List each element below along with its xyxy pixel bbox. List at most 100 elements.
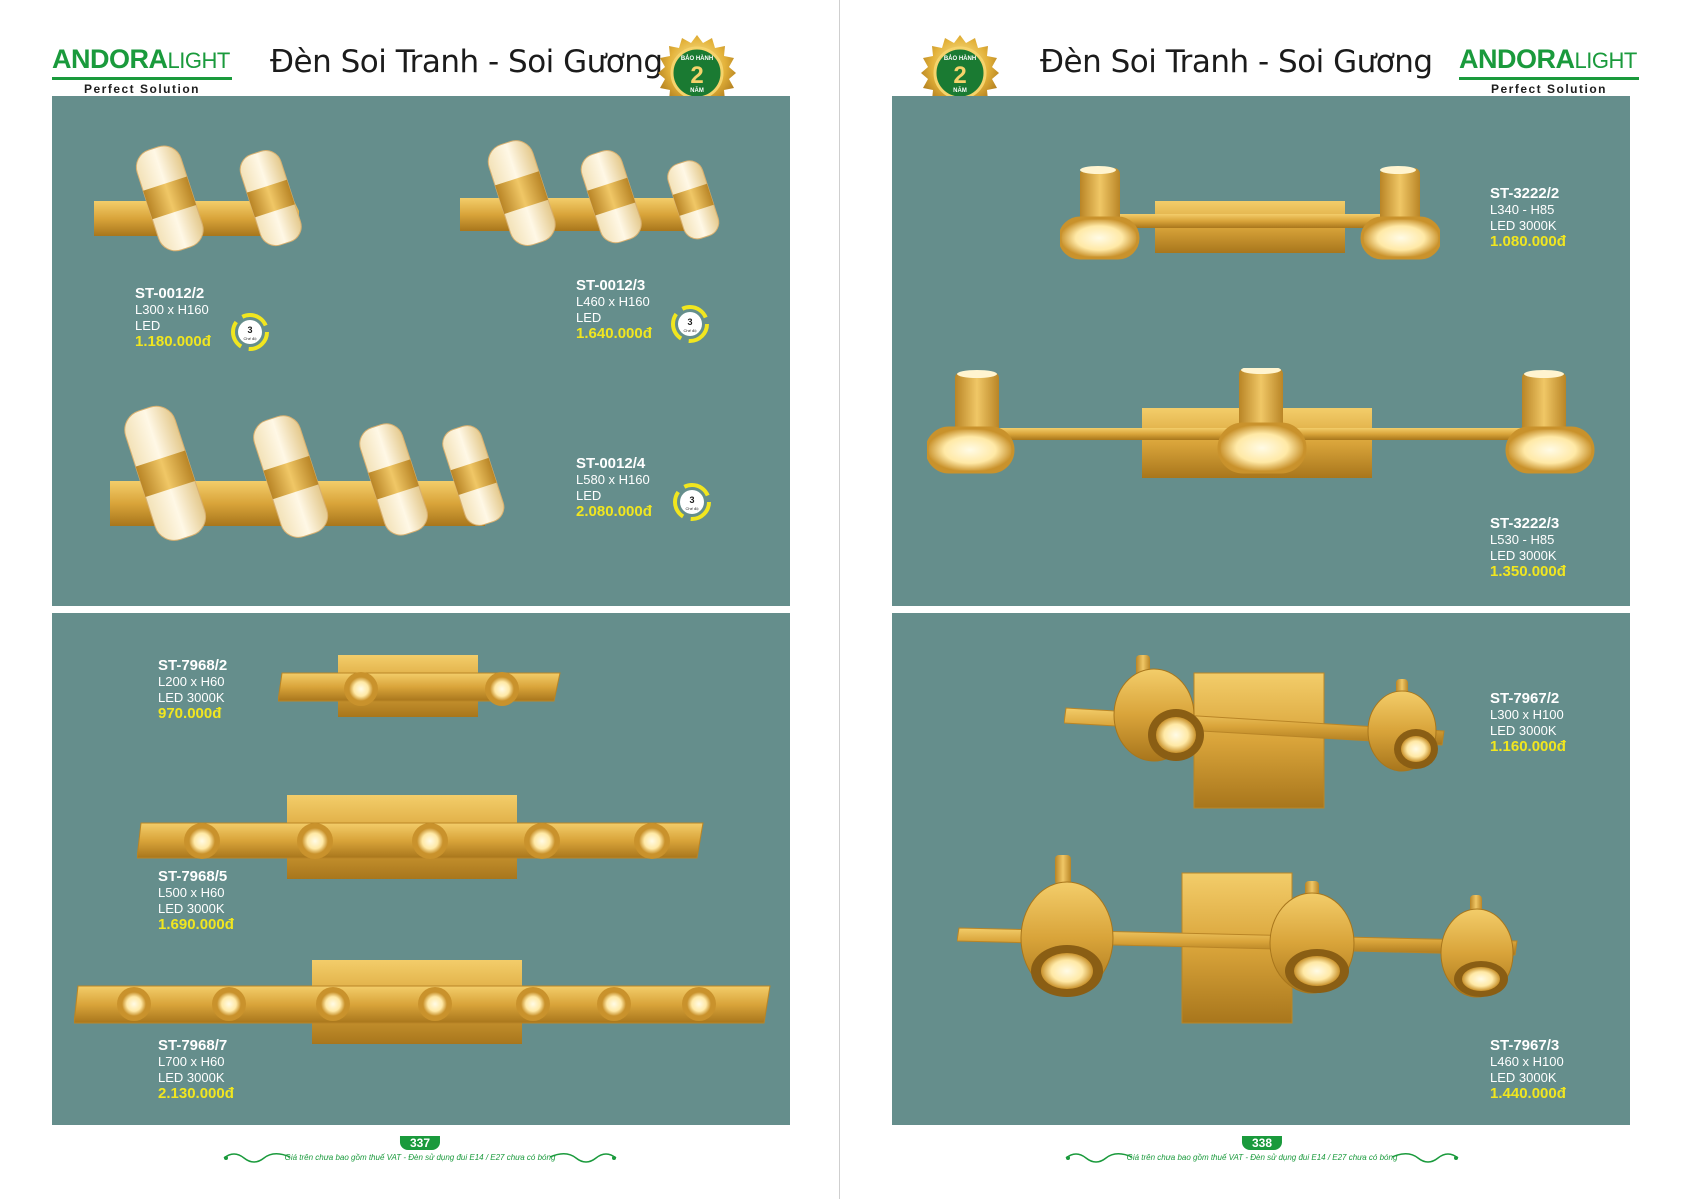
product-light: LED 3000K bbox=[158, 690, 225, 705]
mode-number: 3 bbox=[247, 325, 252, 335]
warranty-number: 2 bbox=[690, 62, 703, 89]
product-code: ST-0012/2 bbox=[135, 285, 205, 302]
product-light: LED 3000K bbox=[158, 901, 225, 916]
product-size: L300 x H100 bbox=[1490, 707, 1564, 722]
warranty-bottom-text: NĂM bbox=[953, 87, 967, 94]
panel-st-3222: ST-3222/2 L340 - H85 LED 3000K 1.080.000… bbox=[892, 96, 1630, 606]
product-light: LED bbox=[576, 310, 602, 325]
logo-underline bbox=[1459, 77, 1639, 80]
mode-label: Chế độ bbox=[684, 328, 698, 333]
brand-tagline: Perfect Solution bbox=[83, 82, 200, 96]
product-price: 1.080.000đ bbox=[1490, 233, 1566, 250]
product-price: 2.080.000đ bbox=[576, 503, 652, 520]
product-size: L460 x H160 bbox=[576, 294, 650, 309]
brand-suffix: LIGHT bbox=[167, 48, 231, 73]
product-code: ST-7968/7 bbox=[158, 1037, 228, 1054]
footer-note: Giá trên chưa bao gồm thuế VAT - Đèn sử … bbox=[284, 1153, 556, 1162]
product-price: 1.160.000đ bbox=[1490, 738, 1566, 755]
mode-label: Chế độ bbox=[244, 336, 258, 341]
product-code: ST-7967/2 bbox=[1490, 690, 1560, 707]
product-st-7968-5: ST-7968/5 L500 x H60 LED 3000K 1.690.000… bbox=[158, 869, 234, 933]
warranty-bottom-text: NĂM bbox=[690, 87, 704, 94]
footer-note: Giá trên chưa bao gồm thuế VAT - Đèn sử … bbox=[1126, 1153, 1398, 1162]
ornament-left-icon bbox=[1065, 1153, 1133, 1163]
product-size: L580 x H160 bbox=[576, 472, 650, 487]
panel-st-7968: ST-7968/2 L200 x H60 LED 3000K 970.000đ … bbox=[52, 613, 790, 1125]
product-image-st-0012-4 bbox=[110, 405, 505, 541]
product-st-7967-3: ST-7967/3 L460 x H100 LED 3000K 1.440.00… bbox=[1490, 1038, 1566, 1102]
product-size: L530 - H85 bbox=[1490, 532, 1555, 547]
warranty-top-text: BẢO HÀNH bbox=[944, 55, 976, 62]
ornament-right-icon bbox=[1391, 1153, 1459, 1163]
product-code: ST-7968/5 bbox=[158, 868, 228, 885]
ornament-left-icon bbox=[223, 1153, 291, 1163]
brand-suffix: LIGHT bbox=[1574, 48, 1638, 73]
product-image-st-7968-7 bbox=[74, 960, 771, 1044]
warranty-top-text: BẢO HÀNH bbox=[681, 55, 713, 62]
product-price: 1.690.000đ bbox=[158, 916, 234, 933]
light-mode-icon: 3 Chế độ bbox=[671, 305, 709, 343]
product-image-st-3222-3 bbox=[927, 368, 1595, 478]
product-code: ST-3222/3 bbox=[1490, 515, 1560, 532]
product-light: LED bbox=[576, 488, 602, 503]
mode-number: 3 bbox=[687, 317, 692, 327]
product-light: LED 3000K bbox=[1490, 218, 1557, 233]
page-number: 338 bbox=[1241, 1136, 1283, 1150]
product-st-0012-4: ST-0012/4 L580 x H160 LED 2.080.000đ bbox=[576, 456, 652, 520]
brand-logo: ANDORALIGHT Perfect Solution bbox=[1459, 44, 1639, 96]
logo-underline bbox=[52, 77, 232, 80]
product-light: LED bbox=[135, 318, 161, 333]
product-price: 2.130.000đ bbox=[158, 1085, 234, 1102]
product-image-st-7968-5 bbox=[137, 795, 704, 879]
product-price: 1.640.000đ bbox=[576, 325, 652, 342]
left-page: ANDORALIGHT Perfect Solution Đèn Soi Tra… bbox=[0, 0, 840, 1199]
product-price: 1.440.000đ bbox=[1490, 1085, 1566, 1102]
page-title: Đèn Soi Tranh - Soi Gương bbox=[270, 44, 663, 80]
page-number: 337 bbox=[399, 1136, 441, 1150]
product-st-0012-3: ST-0012/3 L460 x H160 LED 1.640.000đ bbox=[576, 278, 652, 342]
product-light: LED 3000K bbox=[158, 1070, 225, 1085]
product-st-7967-2: ST-7967/2 L300 x H100 LED 3000K 1.160.00… bbox=[1490, 691, 1566, 755]
mode-number: 3 bbox=[689, 495, 694, 505]
warranty-seal-icon: BẢO HÀNH 2 NĂM bbox=[921, 35, 999, 111]
product-st-0012-2: ST-0012/2 L300 x H160 LED 1.180.000đ bbox=[135, 286, 211, 350]
product-light: LED 3000K bbox=[1490, 548, 1557, 563]
mode-label: Chế độ bbox=[686, 506, 700, 511]
brand-tagline: Perfect Solution bbox=[1490, 82, 1607, 96]
product-st-7968-2: ST-7968/2 L200 x H60 LED 3000K 970.000đ bbox=[158, 658, 227, 722]
product-code: ST-7967/3 bbox=[1490, 1037, 1560, 1054]
page-footer: 338 Giá trên chưa bao gồm thuế VAT - Đèn… bbox=[1052, 1136, 1472, 1166]
product-code: ST-0012/3 bbox=[576, 277, 646, 294]
product-size: L700 x H60 bbox=[158, 1054, 225, 1069]
product-image-st-3222-2 bbox=[1060, 166, 1440, 260]
ornament-right-icon bbox=[549, 1153, 617, 1163]
product-image-st-0012-3 bbox=[460, 140, 720, 246]
product-image-st-7967-3 bbox=[957, 855, 1518, 1024]
right-page: BẢO HÀNH 2 NĂM Đèn Soi Tranh - Soi Gương… bbox=[842, 0, 1683, 1199]
product-light: LED 3000K bbox=[1490, 1070, 1557, 1085]
product-st-3222-2: ST-3222/2 L340 - H85 LED 3000K 1.080.000… bbox=[1490, 186, 1566, 250]
panel-st-0012: ST-0012/2 L300 x H160 LED 1.180.000đ 3 C… bbox=[52, 96, 790, 606]
light-mode-icon: 3 Chế độ bbox=[673, 483, 711, 521]
product-size: L200 x H60 bbox=[158, 674, 225, 689]
page-footer: 337 Giá trên chưa bao gồm thuế VAT - Đèn… bbox=[210, 1136, 630, 1166]
product-light: LED 3000K bbox=[1490, 723, 1557, 738]
warranty-seal-icon: BẢO HÀNH 2 NĂM bbox=[658, 35, 736, 111]
light-mode-icon: 3 Chế độ bbox=[231, 313, 269, 351]
product-image-st-7968-2 bbox=[278, 655, 561, 717]
warranty-number: 2 bbox=[953, 62, 966, 89]
brand-name: ANDORA bbox=[52, 44, 168, 74]
product-code: ST-0012/4 bbox=[576, 455, 646, 472]
product-size: L300 x H160 bbox=[135, 302, 209, 317]
product-st-3222-3-info: ST-3222/3 L530 - H85 LED 3000K 1.350.000… bbox=[1490, 516, 1566, 580]
product-size: L460 x H100 bbox=[1490, 1054, 1564, 1069]
product-size: L340 - H85 bbox=[1490, 202, 1555, 217]
product-price: 970.000đ bbox=[158, 705, 222, 722]
product-image-st-7967-2 bbox=[1064, 655, 1445, 809]
product-price: 1.180.000đ bbox=[135, 333, 211, 350]
product-price: 1.350.000đ bbox=[1490, 563, 1566, 580]
product-size: L500 x H60 bbox=[158, 885, 225, 900]
product-st-7968-7: ST-7968/7 L700 x H60 LED 3000K 2.130.000… bbox=[158, 1038, 234, 1102]
panel-st-7967: ST-7967/2 L300 x H100 LED 3000K 1.160.00… bbox=[892, 613, 1630, 1125]
brand-logo: ANDORALIGHT Perfect Solution bbox=[52, 44, 232, 96]
